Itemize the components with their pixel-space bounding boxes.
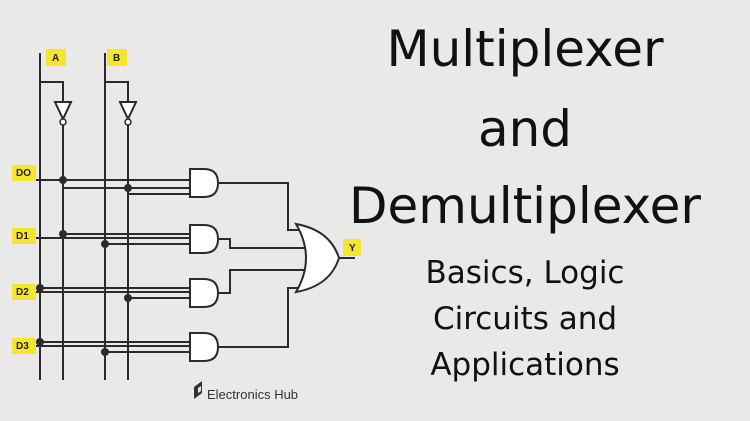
label-a-text: A <box>52 53 59 64</box>
or-gate <box>294 222 341 294</box>
label-b-text: B <box>113 53 120 64</box>
label-y: Y <box>343 239 361 256</box>
subtitle-line-3: Applications <box>430 347 620 383</box>
subtitle-line-1: Basics, Logic <box>425 255 625 291</box>
and-gate-3 <box>189 332 220 362</box>
label-d0-text: DO <box>16 168 31 179</box>
label-d1: D1 <box>12 228 36 244</box>
label-d1-text: D1 <box>16 231 29 242</box>
label-a: A <box>46 49 66 66</box>
title-line-2: and <box>477 100 573 158</box>
subtitle-line-2: Circuits and <box>432 301 618 337</box>
title-line-1: Multiplexer <box>386 20 664 78</box>
label-d0: DO <box>12 165 36 181</box>
not-gate-a <box>53 101 73 126</box>
label-b: B <box>107 49 127 66</box>
label-d2-text: D2 <box>16 287 29 298</box>
label-y-text: Y <box>349 243 356 254</box>
and-gate-2 <box>189 278 220 308</box>
and-gate-1 <box>189 224 220 254</box>
electronics-hub-logo: Electronics Hub <box>194 381 298 402</box>
junction-dots <box>36 176 132 356</box>
and-gate-0 <box>189 168 220 198</box>
label-d3: D3 <box>12 338 36 354</box>
label-d2: D2 <box>12 284 36 300</box>
title-line-3: Demultiplexer <box>349 177 701 235</box>
logo-text: Electronics Hub <box>207 387 298 402</box>
not-gate-b <box>118 101 138 126</box>
label-d3-text: D3 <box>16 341 29 352</box>
